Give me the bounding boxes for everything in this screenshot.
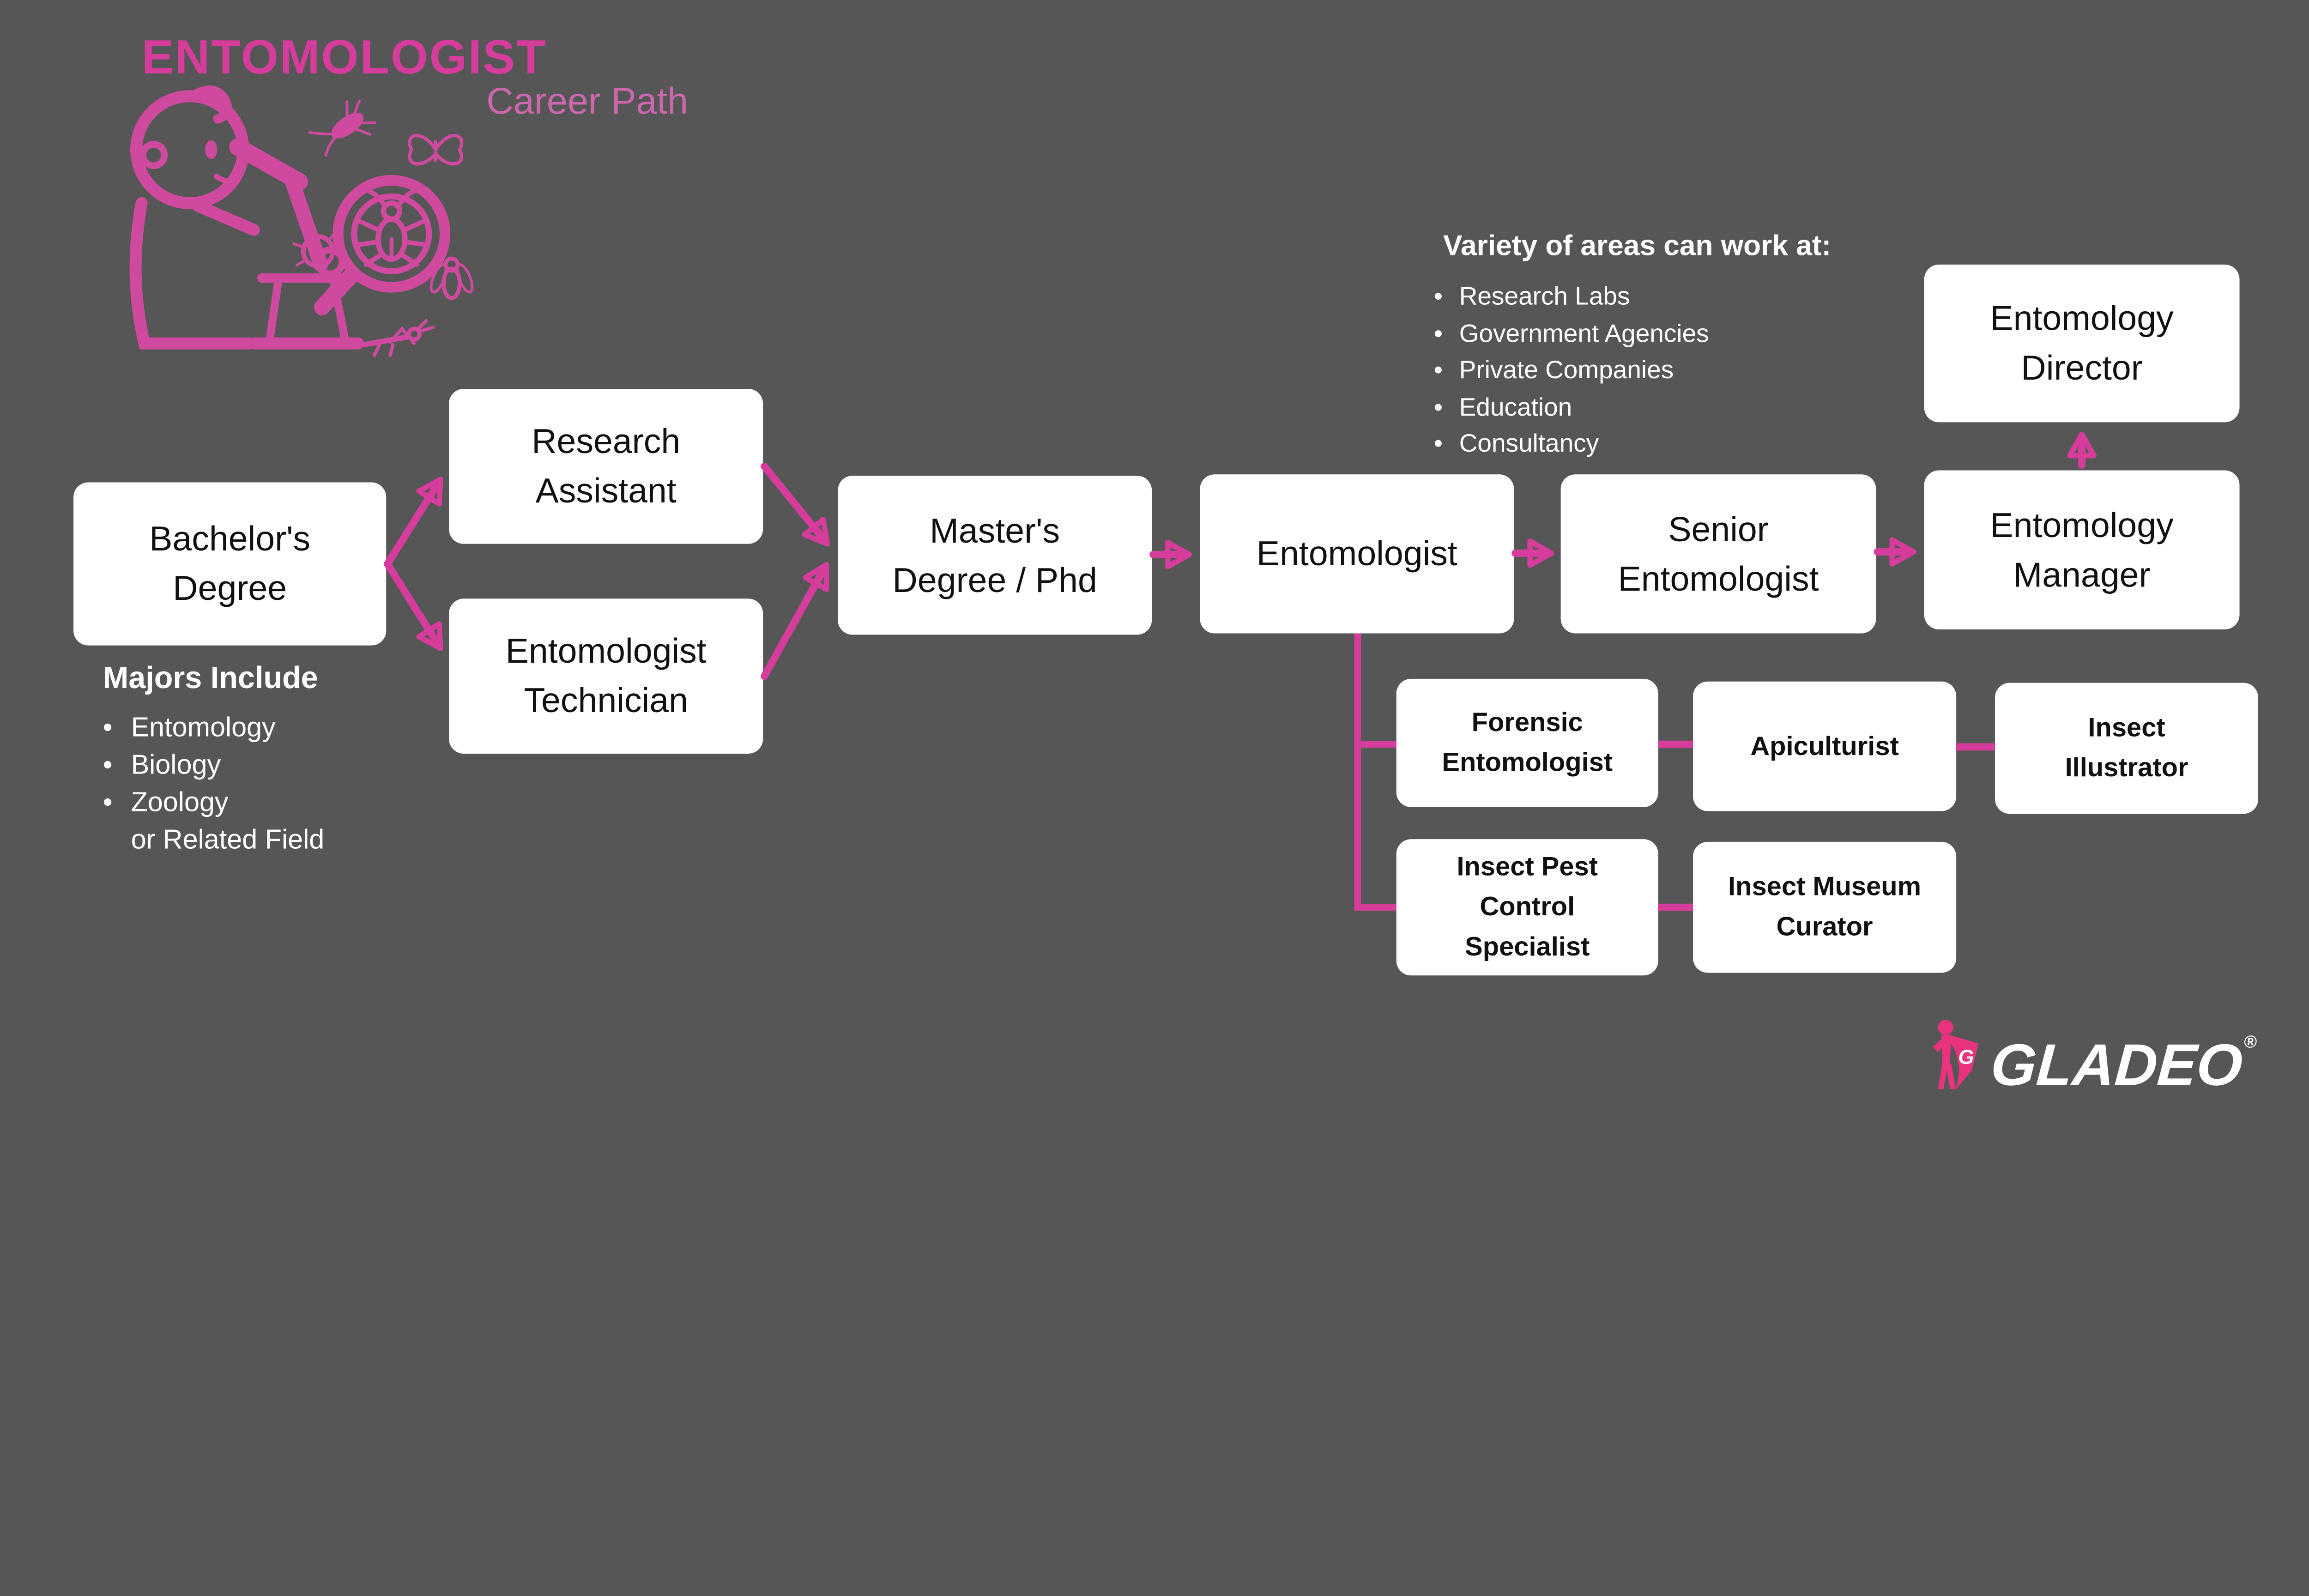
scientist-figure-icon — [136, 90, 254, 343]
bullet-icon: • — [1433, 357, 1443, 385]
microscope-icon — [238, 147, 358, 343]
entomologist-illustration-icon — [120, 67, 474, 375]
majors-heading: Majors Include — [103, 660, 318, 695]
flow-box-masters-degree-phd: Master's Degree / Phd — [838, 476, 1152, 635]
gladeo-wordmark: GLADEO® — [1989, 1031, 2258, 1099]
page-subtitle: Career Path — [486, 80, 689, 122]
areas-list: •Research Labs •Government Agencies •Pri… — [1434, 279, 1831, 463]
flow-box-insect-illustrator: Insect Illustrator — [1995, 683, 2259, 814]
work-areas-block: Variety of areas can work at: •Research … — [1434, 230, 1831, 463]
flow-box-bachelors-degree: Bachelor's Degree — [73, 482, 387, 646]
bullet-icon: • — [103, 787, 113, 818]
flow-box-entomology-director: Entomology Director — [1924, 264, 2240, 423]
bullet-icon: • — [103, 712, 113, 743]
bullet-icon: • — [1433, 430, 1443, 459]
list-item: •Biology — [103, 747, 325, 784]
arrow-technician-to-masters — [761, 562, 829, 680]
list-item: •Government Agencies — [1434, 316, 1831, 353]
gladeo-superhero-icon: G — [1933, 1020, 1979, 1091]
bullet-icon: • — [1433, 393, 1443, 422]
bullet-icon: • — [1433, 283, 1443, 312]
areas-heading: Variety of areas can work at: — [1443, 230, 1831, 262]
flow-box-senior-entomologist: Senior Entomologist — [1560, 474, 1876, 634]
list-item: •Education — [1434, 389, 1831, 426]
list-item: •Entomology — [103, 709, 325, 747]
flow-box-research-assistant: Research Assistant — [449, 389, 763, 544]
registered-mark: ® — [2243, 1031, 2258, 1052]
flow-box-entomology-manager: Entomology Manager — [1924, 470, 2240, 629]
arrow-research-assistant-to-masters — [761, 462, 830, 547]
list-item: •Zoology — [103, 784, 325, 822]
cockroach-icon — [308, 96, 379, 162]
page-title: ENTOMOLOGIST — [141, 29, 547, 85]
magnifier-bug-icon — [322, 181, 445, 308]
fly-icon — [428, 259, 474, 298]
majors-include-block: Majors Include •Entomology •Biology •Zoo… — [103, 660, 325, 859]
flow-box-insect-pest-control-specialist: Insect Pest Control Specialist — [1396, 839, 1658, 976]
grasshopper-icon — [363, 320, 433, 355]
ladybug-icon — [291, 231, 345, 272]
butterfly-icon — [410, 136, 462, 164]
majors-list: •Entomology •Biology •Zoology — [103, 709, 325, 822]
flow-box-insect-museum-curator: Insect Museum Curator — [1693, 841, 1957, 973]
arrow-bachelors-to-entomologist-technician — [384, 560, 443, 651]
list-item: •Consultancy — [1434, 426, 1831, 463]
infographic-canvas: ENTOMOLOGIST Career Path — [73, 29, 2259, 1099]
flow-box-forensic-entomologist: Forensic Entomologist — [1396, 678, 1658, 807]
gladeo-logo: G GLADEO® — [1924, 1018, 2258, 1099]
arrow-bachelors-to-research-assistant — [384, 477, 443, 568]
flow-box-apiculturist: Apiculturist — [1693, 681, 1957, 811]
list-item: •Private Companies — [1434, 353, 1831, 390]
flow-box-entomologist: Entomologist — [1200, 474, 1514, 634]
flow-box-entomologist-technician: Entomologist Technician — [449, 598, 763, 754]
list-item: •Research Labs — [1434, 279, 1831, 316]
svg-text:G: G — [1958, 1046, 1974, 1068]
majors-suffix: or Related Field — [131, 824, 325, 855]
wire-entomologist-down — [1354, 633, 1396, 911]
bullet-icon: • — [103, 750, 113, 780]
bullet-icon: • — [1433, 320, 1443, 348]
